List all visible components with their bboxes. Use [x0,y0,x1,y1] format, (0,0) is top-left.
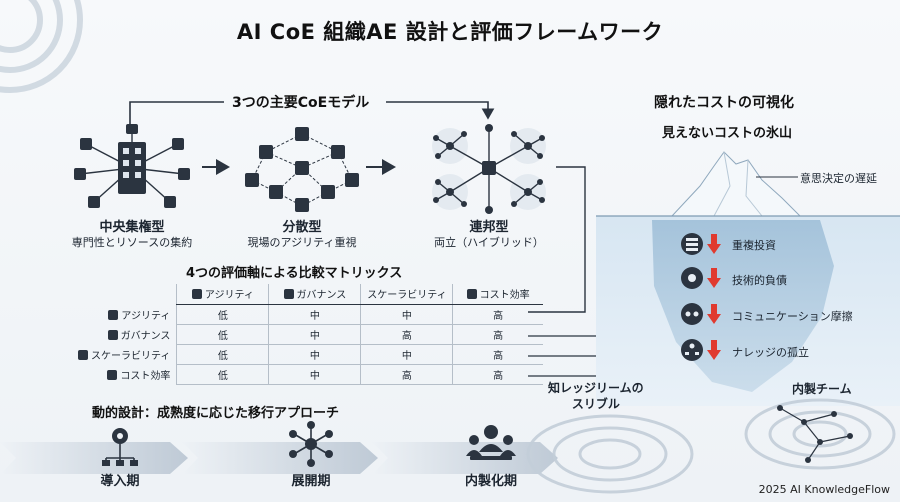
gear-network-icon [102,428,138,466]
table-row: ガバナンス 低 中 高 高 [74,324,543,345]
matrix-cell: 高 [360,364,453,385]
matrix-cell: 中 [268,344,361,365]
runner-icon [191,289,202,300]
matrix-col-header: スケーラビリティ [360,284,453,305]
team-icon [466,425,516,460]
ripple-decoration-icon [0,0,83,93]
phase-insourcing-label: 内製化期 [464,474,517,489]
matrix-row-header: コスト効率 [74,364,177,384]
matrix-cell: 高 [452,304,543,325]
matrix-cell: 低 [176,304,269,325]
above-water-label: 意思決定の遅延 [800,172,877,185]
cost-item-knowledge-isolation: ナレッジの孤立 [732,346,809,359]
phase-expansion-label: 展開期 [291,474,331,489]
matrix-row-header: ガバナンス [74,324,177,344]
federated-model-icon [432,124,546,214]
cost-item-duplicate-investment: 重複投資 [732,239,776,252]
matrix-cell: 中 [268,364,361,385]
matrix-cell: 低 [176,344,269,365]
table-row: コスト効率 低 中 高 高 [74,364,543,385]
bank-icon [107,329,118,340]
matrix-cell: 中 [268,324,361,345]
matrix-cell: 高 [452,344,543,365]
matrix-cell: 中 [360,344,453,365]
phase-intro-label: 導入期 [100,474,140,489]
distributed-model-icon [245,127,359,212]
matrix-cell: 高 [360,324,453,345]
model-distributed-desc: 現場のアジリティ重視 [247,236,357,249]
footer-credit: 2025 AI KnowledgeFlow [758,483,890,496]
matrix-col-header: ガバナンス [268,284,361,305]
table-row: アジリティ 低 中 中 高 [74,304,543,325]
model-federated-desc: 両立（ハイブリッド） [434,236,544,249]
phases-heading: 動的設計：成熟度に応じた移行アプローチ [92,406,340,421]
matrix-cell: 高 [452,364,543,385]
bank-icon [283,289,294,300]
whirlpool-left-label: 知レッジリームの スリブル [548,381,644,411]
iceberg-subheading: 見えないコストの氷山 [662,126,793,141]
matrix-col-header: アジリティ [176,284,269,305]
coin-icon [107,369,118,380]
matrix-cell: 低 [176,324,269,345]
growth-chart-icon [78,349,88,360]
matrix-corner [74,284,177,304]
centralized-model-icon [74,124,190,208]
cost-item-tech-debt: 技術的負債 [732,274,787,287]
matrix-cell: 中 [268,304,361,325]
matrix-heading: 4つの評価軸による比較マトリックス [186,266,403,281]
comparison-matrix: アジリティ ガバナンス スケーラビリティ コスト効率 アジリティ 低 中 中 高… [74,284,543,385]
whirlpool-decoration-icon [526,398,896,494]
cost-icons-column [681,233,721,361]
page-title: AI CoE 組織AE 設計と評価フレームワーク [236,20,664,44]
matrix-cell: 高 [452,324,543,345]
matrix-col-header: コスト効率 [452,284,543,305]
hub-network-icon [289,421,333,467]
table-row: スケーラビリティ 低 中 中 高 [74,344,543,365]
hidden-costs-heading: 隠れたコストの可視化 [654,95,794,111]
models-heading: 3つの主要CoEモデル [232,95,370,111]
matrix-cell: 中 [360,304,453,325]
model-distributed-name: 分散型 [282,220,322,235]
matrix-row-header: スケーラビリティ [74,344,177,364]
matrix-row-header: アジリティ [74,304,177,324]
model-centralized-name: 中央集権型 [99,220,165,235]
matrix-cell: 低 [176,364,269,385]
cost-item-communication-friction: コミュニケーション摩擦 [732,310,853,323]
whirlpool-right-label: 内製チーム [792,382,852,396]
model-federated-name: 連邦型 [469,220,509,235]
runner-icon [108,309,119,320]
coin-icon [466,289,477,300]
model-centralized-desc: 専門性とリソースの集約 [71,236,193,249]
